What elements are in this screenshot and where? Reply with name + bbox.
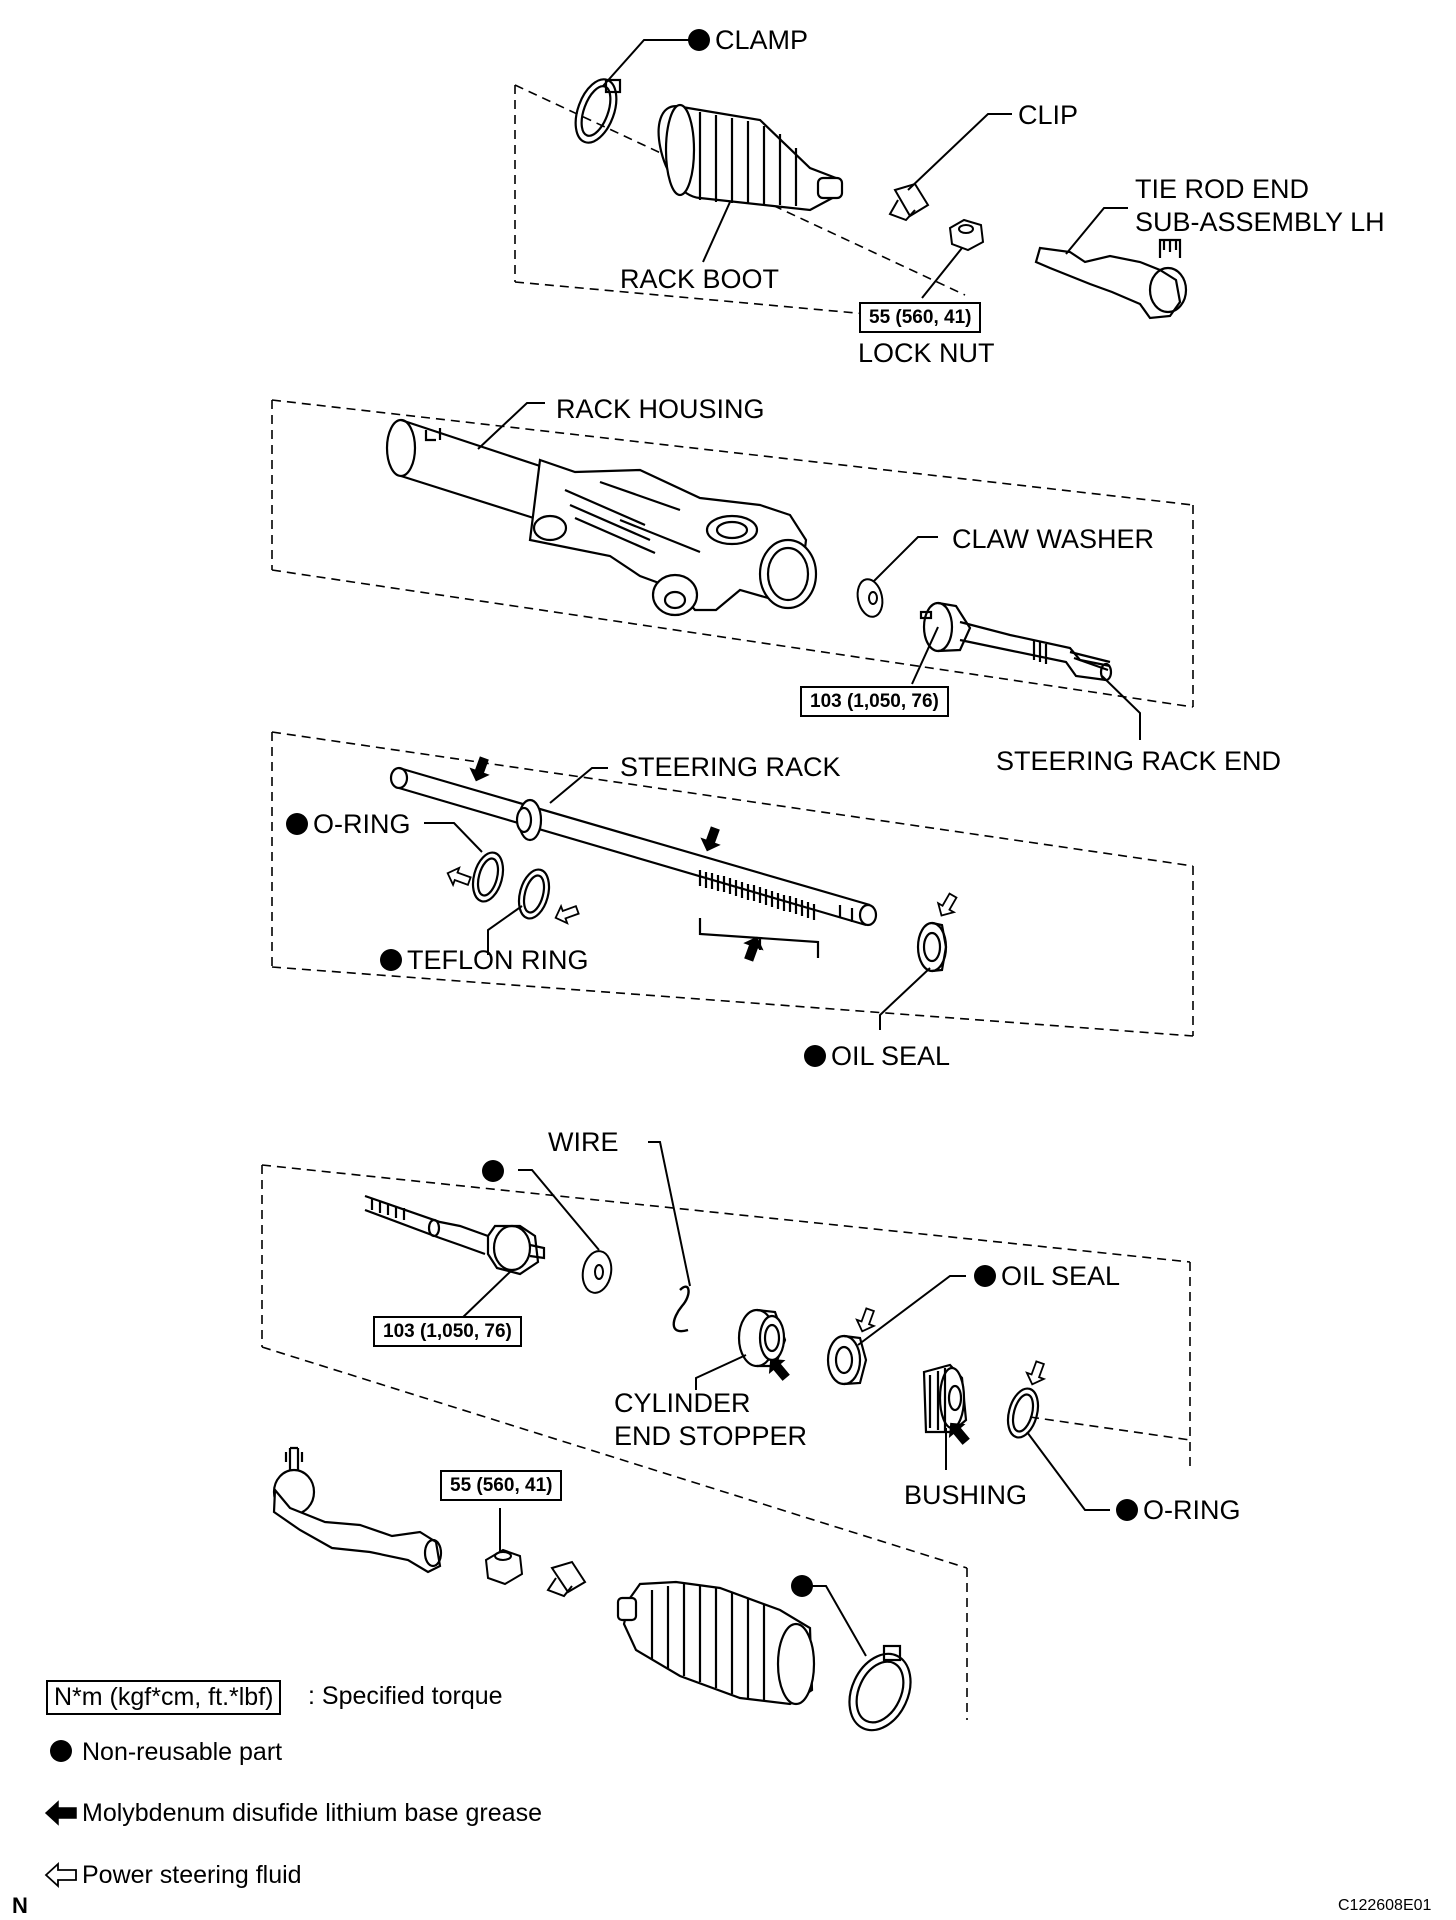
oil-seal-mid-part xyxy=(916,921,948,973)
teflon-ring-part xyxy=(517,868,551,920)
group-2-outline xyxy=(271,399,1194,708)
label-o-ring-top: O-RING xyxy=(286,811,411,838)
legend-grease: Molybdenum disufide lithium base grease xyxy=(82,1799,542,1827)
clamp-low-leader xyxy=(810,1585,867,1657)
legend-torque-box: N*m (kgf*cm, ft.*lbf) xyxy=(46,1680,282,1715)
label-steering-rack: STEERING RACK xyxy=(620,752,841,782)
hollow-arrow-icon xyxy=(44,1861,77,1889)
torque-lock-nut-low: 55 (560, 41) xyxy=(440,1470,563,1501)
rack-housing-part xyxy=(385,418,818,617)
solid-arrow-icon xyxy=(44,1800,77,1826)
rack-boot-part xyxy=(657,103,844,212)
label-teflon-ring: TEFLON RING xyxy=(380,947,589,974)
o-ring-low-leader xyxy=(1026,1431,1110,1511)
o-ring-top-leader xyxy=(424,822,483,853)
label-cylinder-end-stopper-2: END STOPPER xyxy=(614,1421,808,1451)
cylinder-end-stopper-part xyxy=(737,1308,787,1368)
steering-rack-end-top-part xyxy=(919,601,1113,682)
claw-washer-low-leader xyxy=(518,1169,600,1251)
rack-end-low-torque-leader xyxy=(459,1269,513,1321)
rack-boot-low-part xyxy=(616,1580,816,1706)
footer-mark: N xyxy=(12,1893,28,1918)
label-tie-rod-end: TIE ROD END xyxy=(1135,174,1310,204)
filled-circle-icon xyxy=(1116,1499,1138,1521)
label-non-reusable-clamp xyxy=(791,1573,818,1600)
filled-circle-icon xyxy=(482,1160,504,1182)
rack-boot-leader xyxy=(702,201,731,263)
label-rack-housing: RACK HOUSING xyxy=(556,394,765,424)
lock-nut-top-leader xyxy=(921,247,963,299)
claw-washer-low-part xyxy=(581,1250,613,1294)
oil-seal-low-part xyxy=(826,1334,868,1386)
lock-nut-low-part xyxy=(484,1548,524,1586)
figure-code: C122608E01 xyxy=(1338,1897,1432,1914)
legend-non-reusable: Non-reusable part xyxy=(82,1738,283,1766)
group-4-outline xyxy=(261,1164,1191,1569)
torque-lock-nut-top: 55 (560, 41) xyxy=(859,302,982,333)
clip-part xyxy=(888,182,930,222)
oil-seal-low-leader xyxy=(857,1275,966,1346)
claw-washer-part xyxy=(856,578,884,618)
steering-rack-end-leader xyxy=(1101,675,1141,740)
tie-rod-end-leader xyxy=(1065,207,1128,255)
teflon-ring-leader xyxy=(487,905,523,955)
clip-low-part xyxy=(546,1560,587,1598)
torque-rack-end-top: 103 (1,050, 76) xyxy=(800,686,949,717)
label-non-reusable-washer xyxy=(482,1158,509,1185)
rack-housing-leader xyxy=(477,402,545,450)
wire-part xyxy=(672,1285,690,1333)
filled-circle-icon xyxy=(974,1265,996,1287)
clamp-part xyxy=(574,78,622,144)
label-clip: CLIP xyxy=(1018,100,1079,130)
label-cylinder-end-stopper: CYLINDER xyxy=(614,1388,751,1418)
bushing-part xyxy=(922,1363,968,1434)
label-wire: WIRE xyxy=(548,1127,619,1157)
tie-rod-end-lh-part xyxy=(1034,238,1188,320)
label-clamp: CLAMP xyxy=(688,27,808,54)
label-tie-rod-end-sub: SUB-ASSEMBLY LH xyxy=(1135,207,1385,237)
filled-circle-icon xyxy=(286,813,308,835)
lock-nut-top-part xyxy=(948,218,985,252)
label-claw-washer: CLAW WASHER xyxy=(952,524,1155,554)
filled-circle-icon xyxy=(50,1740,72,1762)
label-lock-nut: LOCK NUT xyxy=(858,338,995,368)
legend-torque-text: : Specified torque xyxy=(308,1682,503,1710)
label-bushing: BUSHING xyxy=(904,1480,1028,1510)
label-oil-seal-low: OIL SEAL xyxy=(974,1263,1120,1290)
wire-leader xyxy=(648,1141,691,1287)
torque-rack-end-low: 103 (1,050, 76) xyxy=(373,1316,522,1347)
o-ring-top-part xyxy=(471,851,505,903)
label-rack-boot: RACK BOOT xyxy=(620,264,780,294)
steering-rack-end-low-part xyxy=(364,1194,546,1276)
legend-fluid: Power steering fluid xyxy=(82,1861,302,1889)
steering-rack-part xyxy=(389,766,878,958)
tie-rod-end-rh-part xyxy=(272,1446,443,1574)
o-ring-low-part xyxy=(1006,1387,1040,1439)
oil-seal-mid-leader xyxy=(879,967,931,1030)
clamp-leader xyxy=(602,39,690,87)
claw-washer-leader xyxy=(873,536,938,582)
filled-circle-icon xyxy=(804,1045,826,1067)
filled-circle-icon xyxy=(380,949,402,971)
clip-leader xyxy=(907,113,1012,191)
label-oil-seal-mid: OIL SEAL xyxy=(804,1043,950,1070)
clamp-low-part xyxy=(848,1644,912,1732)
cylinder-end-stopper-leader xyxy=(695,1354,747,1390)
group-3-outline xyxy=(271,731,1194,1037)
filled-circle-icon xyxy=(688,29,710,51)
rack-end-top-torque-leader xyxy=(911,626,939,685)
filled-circle-icon xyxy=(791,1575,813,1597)
label-o-ring-low: O-RING xyxy=(1116,1497,1241,1524)
label-steering-rack-end: STEERING RACK END xyxy=(996,746,1282,776)
steering-rack-leader xyxy=(549,767,608,804)
